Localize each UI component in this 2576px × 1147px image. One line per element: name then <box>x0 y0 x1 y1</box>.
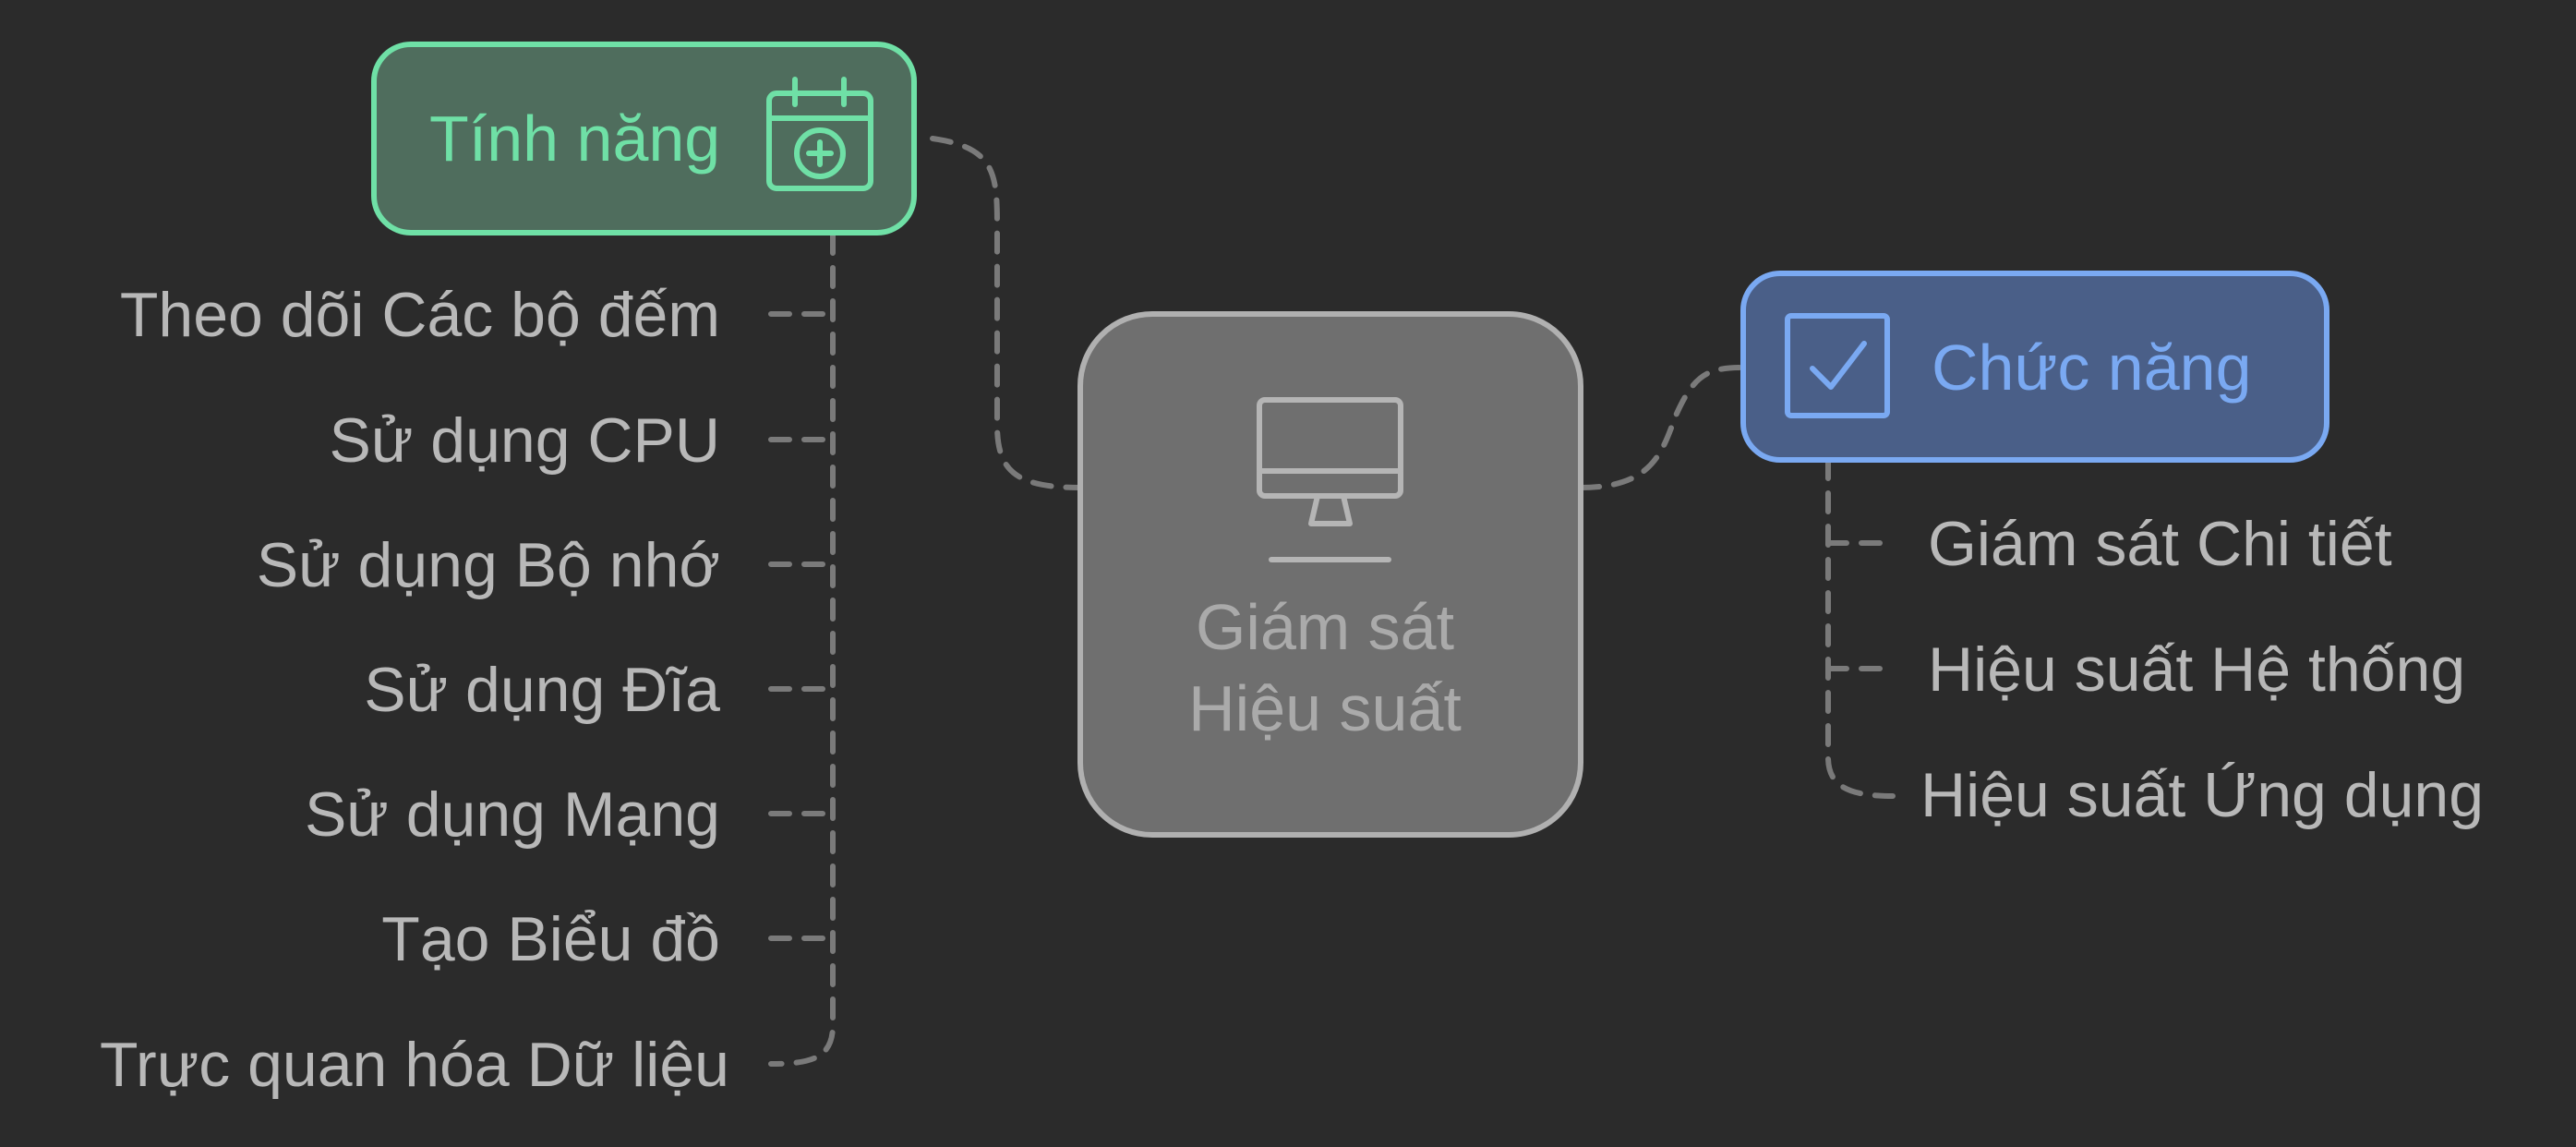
feature-item: Sử dụng Bộ nhớ <box>257 530 720 600</box>
connector-center-to-features <box>930 136 1083 490</box>
feature-item: Trực quan hóa Dữ liệu <box>100 1030 729 1100</box>
feature-item: Tạo Biểu đồ <box>381 904 720 974</box>
feature-item: Sử dụng Mạng <box>305 779 720 850</box>
functions-ticks <box>1825 540 1896 671</box>
functions-label: Chức năng <box>1932 332 2252 404</box>
features-items: Theo dõi Các bộ đếm Sử dụng CPU Sử dụng … <box>100 280 729 1100</box>
connector-center-to-functions <box>1578 365 1746 490</box>
feature-item: Sử dụng CPU <box>329 405 720 476</box>
function-item: Hiệu suất Hệ thống <box>1928 634 2465 705</box>
functions-items: Giám sát Chi tiết Hiệu suất Hệ thống Hiệ… <box>1920 509 2484 830</box>
features-ticks <box>768 311 836 941</box>
monitor-icon <box>1257 397 1403 562</box>
functions-node: Chức năng <box>1740 271 2329 463</box>
feature-item: Theo dõi Các bộ đếm <box>120 280 720 350</box>
checkbox-checked-icon <box>1785 313 1890 418</box>
features-label: Tính năng <box>429 103 720 175</box>
function-item: Giám sát Chi tiết <box>1928 509 2392 579</box>
calendar-add-icon <box>766 77 873 191</box>
center-label-line-1: Giám sát <box>1196 591 1454 663</box>
function-item: Hiệu suất Ứng dụng <box>1920 760 2484 830</box>
center-node: Giám sát Hiệu suất <box>1077 311 1583 838</box>
connector-functions-spine <box>1825 457 1896 799</box>
center-label-line-2: Hiệu suất <box>1188 672 1462 744</box>
center-node-box <box>1077 311 1583 838</box>
features-node: Tính năng <box>371 42 917 235</box>
feature-item: Sử dụng Đĩa <box>364 655 720 725</box>
